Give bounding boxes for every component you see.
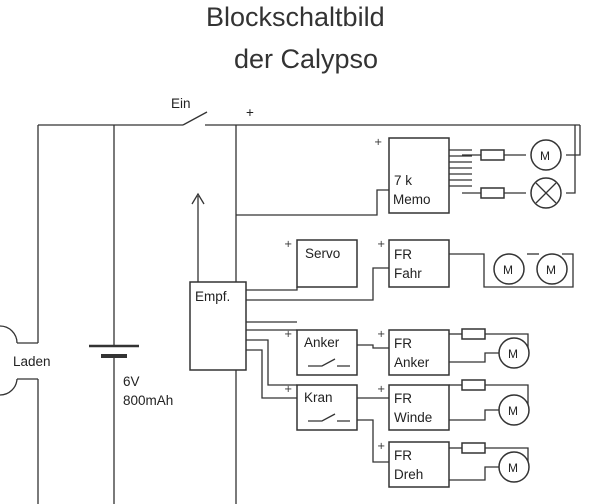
charge-label: Laden bbox=[13, 354, 51, 369]
receiver-box bbox=[189, 281, 247, 371]
motor-icon bbox=[536, 253, 568, 285]
fr-dreh-box bbox=[388, 441, 450, 488]
fr-winde-box bbox=[388, 384, 450, 431]
motor-label: M bbox=[540, 149, 550, 163]
kran-switch-box bbox=[296, 384, 358, 431]
servo-wiring bbox=[246, 287, 298, 291]
resistor-icon bbox=[461, 328, 486, 340]
battery-capacity: 800mAh bbox=[123, 393, 173, 408]
anker-switch-label: Anker bbox=[304, 335, 340, 350]
anker-wiring bbox=[246, 321, 529, 363]
resistor-icon bbox=[461, 442, 486, 454]
fr-dreh-plus: + bbox=[377, 441, 385, 452]
battery-icon bbox=[89, 344, 139, 358]
fr-fahr-box bbox=[388, 239, 450, 288]
anker-switch-box bbox=[296, 329, 358, 376]
fr-fahr-label-line1: FR bbox=[394, 247, 412, 262]
motor-label: M bbox=[503, 263, 513, 277]
fahr-wiring bbox=[246, 253, 574, 301]
fr-anker-plus: + bbox=[377, 329, 385, 340]
switch-label: Ein bbox=[171, 96, 191, 111]
servo-plus: + bbox=[284, 239, 292, 250]
fr-winde-label-line2: Winde bbox=[394, 410, 432, 425]
kran-switch-label: Kran bbox=[304, 390, 333, 405]
antenna-arrow-icon bbox=[191, 192, 205, 205]
plus-rail-label: + bbox=[246, 105, 254, 120]
fr-fahr-label-line2: Fahr bbox=[394, 266, 422, 281]
motor-icon bbox=[530, 139, 562, 171]
motor-icon bbox=[493, 253, 525, 285]
charge-socket-icon bbox=[0, 325, 38, 396]
resistor-icon bbox=[480, 187, 505, 199]
switch-contact-icon bbox=[308, 413, 350, 422]
fr-fahr-plus: + bbox=[377, 239, 385, 250]
lamp-icon bbox=[530, 177, 562, 209]
title-line2: der Calypso bbox=[234, 44, 378, 74]
memo-wiring bbox=[236, 125, 581, 216]
motor-icon bbox=[498, 394, 530, 426]
resistor-icon bbox=[461, 379, 486, 391]
motor-icon bbox=[498, 451, 530, 483]
motor-label: M bbox=[508, 404, 518, 418]
servo-box bbox=[296, 239, 358, 288]
kran-wiring bbox=[246, 339, 529, 481]
memo-plus: + bbox=[374, 137, 382, 148]
fr-anker-box bbox=[388, 329, 450, 376]
kran-switch-plus: + bbox=[284, 384, 292, 395]
motor-label: M bbox=[546, 263, 556, 277]
power-wiring bbox=[37, 111, 581, 504]
resistor-icon bbox=[480, 149, 505, 161]
title-line1: Blockschaltbild bbox=[206, 2, 385, 32]
memo-label-line2: Memo bbox=[393, 192, 431, 207]
fr-dreh-label-line2: Dreh bbox=[394, 467, 423, 482]
memo-box bbox=[388, 137, 450, 214]
switch-contact-icon bbox=[308, 358, 350, 367]
fr-winde-plus: + bbox=[377, 384, 385, 395]
receiver-label: Empf. bbox=[195, 289, 230, 304]
fr-dreh-label-line1: FR bbox=[394, 448, 412, 463]
fr-anker-label-line2: Anker bbox=[394, 355, 430, 370]
servo-label: Servo bbox=[305, 246, 340, 261]
fr-anker-label-line1: FR bbox=[394, 336, 412, 351]
motor-label: M bbox=[508, 347, 518, 361]
motor-icon bbox=[498, 337, 530, 369]
anker-switch-plus: + bbox=[284, 329, 292, 340]
fr-winde-label-line1: FR bbox=[394, 391, 412, 406]
motor-label: M bbox=[508, 461, 518, 475]
battery-voltage: 6V bbox=[123, 374, 140, 389]
memo-label-line1: 7 k bbox=[394, 173, 412, 188]
